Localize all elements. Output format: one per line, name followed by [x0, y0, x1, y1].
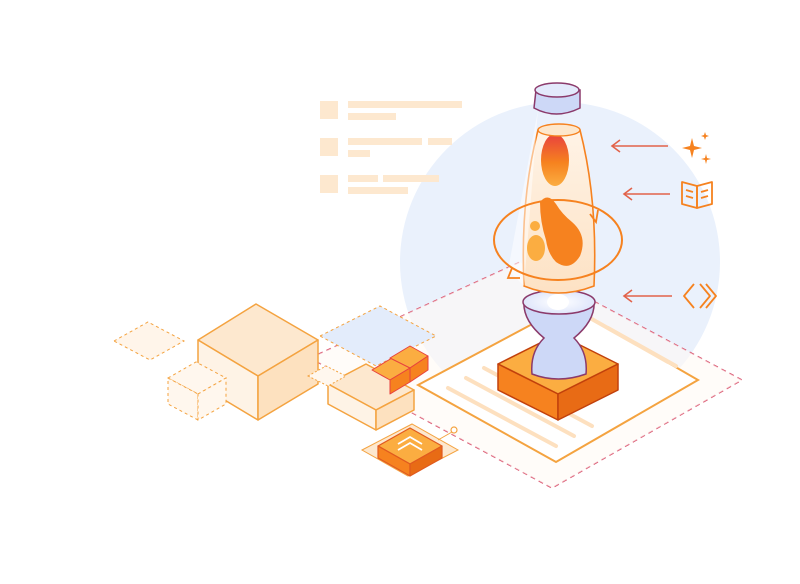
orange-connector-cubes — [371, 345, 429, 395]
text-line — [348, 113, 396, 120]
connector-line — [437, 431, 453, 441]
lamp-cap-top — [534, 82, 580, 98]
text-line — [348, 175, 378, 182]
sparkles-icon — [682, 132, 711, 164]
text-line — [383, 175, 439, 182]
lamp-bulb — [547, 294, 569, 310]
lamp-lower-body — [523, 299, 595, 380]
stacked-chevrons-icon — [397, 435, 423, 451]
dashed-blue-tile — [318, 305, 438, 367]
orbit-ring — [493, 199, 623, 281]
orbit-arrow-left — [506, 267, 520, 279]
bullet-square — [320, 101, 338, 119]
bullet-square — [320, 175, 338, 193]
lava-blob-top — [541, 134, 569, 186]
code-chevrons-icon — [683, 283, 717, 309]
text-line — [348, 101, 462, 108]
document-lines — [320, 101, 462, 194]
text-line — [348, 150, 370, 157]
book-icon — [681, 181, 713, 209]
lamp-globe-top — [537, 123, 581, 137]
lava-blob-small — [527, 235, 545, 261]
connector-dot — [450, 426, 458, 434]
input-arrows — [610, 139, 672, 303]
stacked-chevrons-chip — [377, 427, 443, 477]
bullet-square — [320, 138, 338, 156]
text-line — [428, 138, 452, 145]
dashed-mini-cube — [306, 365, 348, 387]
text-line — [348, 187, 408, 194]
slab-box — [327, 363, 415, 431]
dashed-small-cube — [166, 361, 228, 421]
orbit-arrow-right — [589, 209, 599, 225]
lava-blob-middle — [540, 197, 583, 266]
light-cone-left — [508, 110, 538, 286]
lava-blob-tiny — [530, 221, 540, 231]
large-cube — [197, 303, 319, 421]
text-line — [348, 138, 422, 145]
dashed-diamond-small — [112, 321, 186, 361]
